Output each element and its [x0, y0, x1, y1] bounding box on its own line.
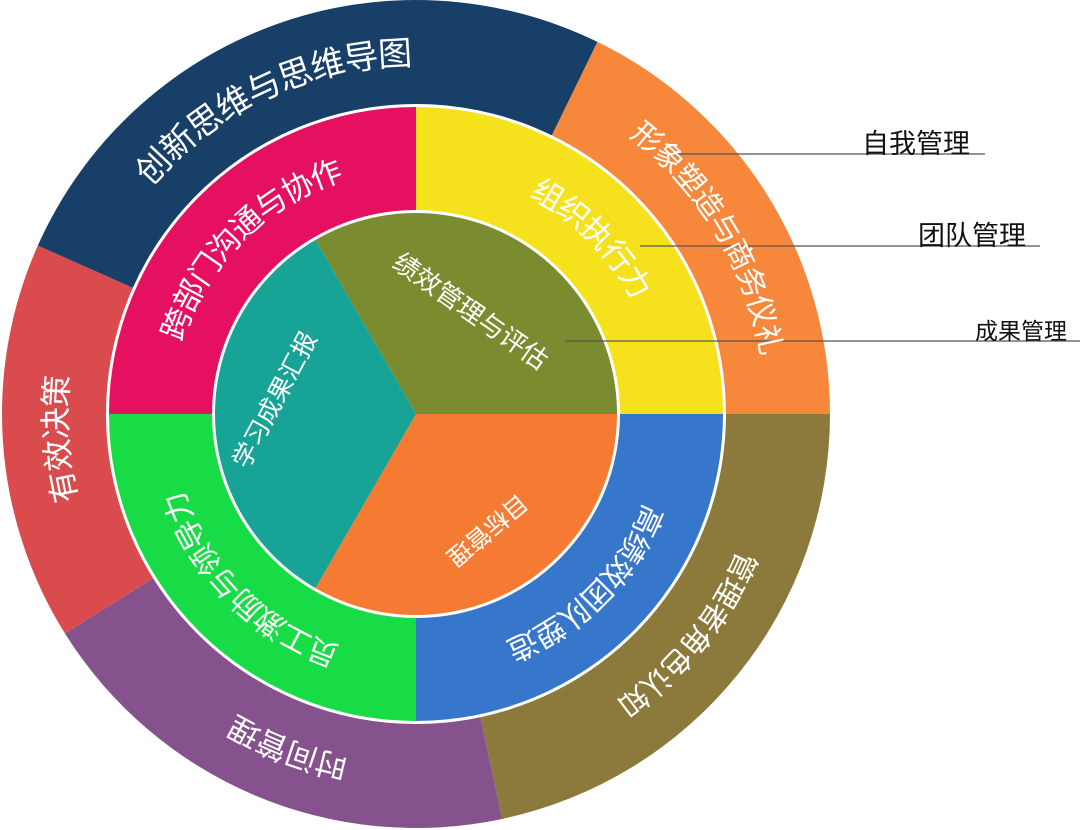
- outer-segment-innovation: [37, 0, 598, 288]
- legend-results-management: 成果管理: [975, 319, 1067, 345]
- outer-segment-time-management: [64, 578, 503, 828]
- middle-ring: [109, 107, 723, 721]
- middle-segment-motivation-leadership: [109, 414, 416, 721]
- outer-segment-manager-role: [480, 414, 830, 819]
- inner-segment-objectives: [315, 414, 617, 615]
- middle-segment-cross-dept: [109, 107, 416, 414]
- inner-circle: [215, 213, 617, 615]
- outer-segment-image: [551, 41, 830, 415]
- legend-self-management: 自我管理: [862, 129, 970, 160]
- legend-leader-lines: [565, 153, 1080, 342]
- outer-segment-decision: [1, 245, 154, 634]
- legend-team-management: 团队管理: [918, 221, 1026, 252]
- inner-segment-performance: [315, 213, 617, 414]
- middle-segment-high-performance-team: [416, 414, 723, 721]
- inner-segment-learning-report: [215, 239, 416, 589]
- middle-segment-execution: [416, 107, 723, 414]
